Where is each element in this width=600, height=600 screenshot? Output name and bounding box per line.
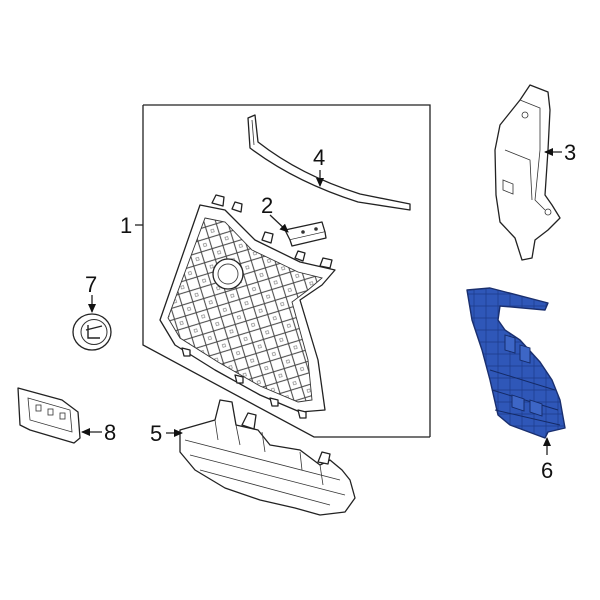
leader-lines (81, 148, 562, 455)
callout-6: 6 (541, 458, 553, 483)
emblem (72, 313, 112, 351)
grille (159, 194, 336, 419)
lower-support (179, 399, 356, 516)
callout-8: 8 (104, 420, 116, 445)
side-bracket (494, 84, 561, 261)
highlighted-bracket (466, 287, 566, 439)
callout-1: 1 (120, 213, 132, 238)
license-bracket (17, 387, 81, 444)
callout-labels: 1 2 3 4 5 6 7 8 (85, 140, 576, 483)
callout-2: 2 (261, 193, 273, 218)
callout-3: 3 (564, 140, 576, 165)
callout-7: 7 (85, 272, 97, 297)
callout-4: 4 (313, 145, 325, 170)
callout-5: 5 (150, 421, 162, 446)
small-bracket (284, 221, 327, 247)
molding-strip (247, 114, 411, 211)
